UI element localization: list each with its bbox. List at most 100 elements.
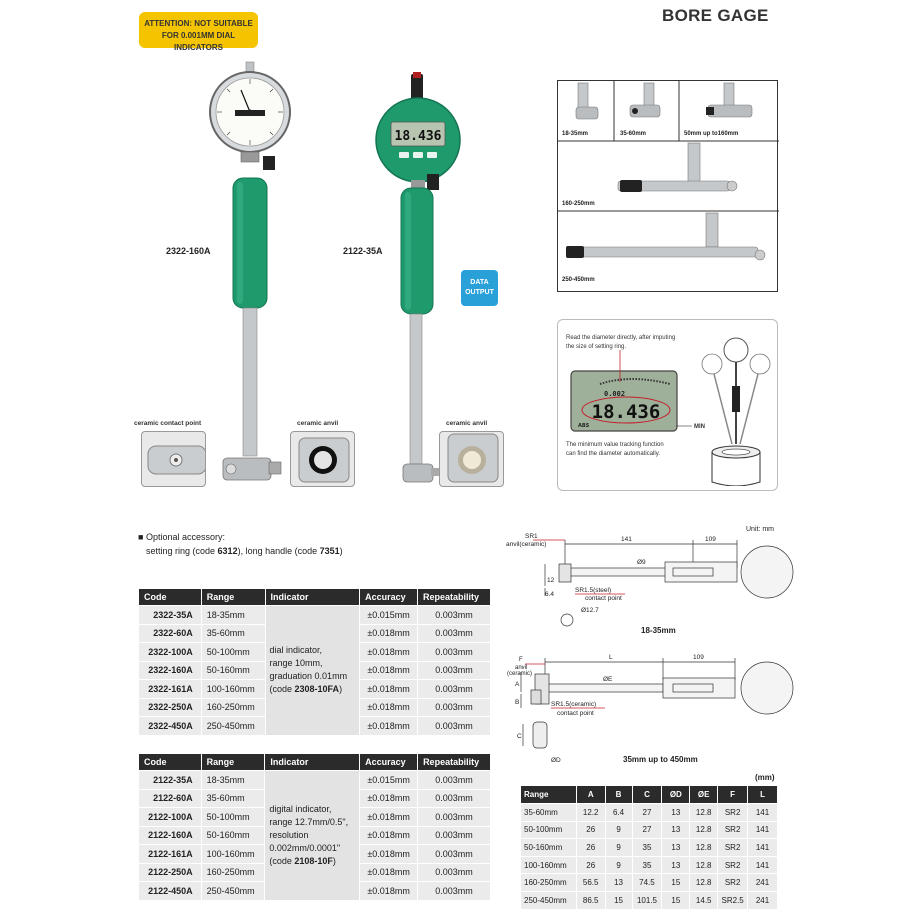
attention-line-1: ATTENTION: NOT SUITABLE	[144, 19, 253, 28]
dims-cell: 35	[631, 838, 663, 857]
t1-code: 2322-35A	[138, 605, 202, 625]
inset-anvil-1-label: ceramic anvil	[297, 420, 339, 427]
dims-cell: 27	[631, 803, 663, 822]
dims-cell: 13	[661, 838, 691, 857]
lcd-display-image: 0.002 18.436 ABS	[570, 370, 678, 432]
d2-c: C	[517, 733, 522, 740]
t1-accuracy: ±0.018mm	[359, 660, 419, 680]
table-row: 2122-161A 100-160mm ±0.018mm 0.003mm	[138, 844, 491, 864]
probe-variants-grid: 18-35mm 35-60mm 50mm up to160mm 160-250m…	[557, 80, 779, 292]
unit-label: Unit: mm	[746, 526, 774, 533]
d1-dim141: 141	[621, 536, 632, 543]
dims-cell: 241	[747, 873, 778, 892]
dims-header-cell: C	[631, 785, 663, 804]
t1-range: 250-450mm	[200, 716, 266, 736]
dims-cell: 86.5	[575, 890, 606, 910]
dims-cell: 15	[661, 873, 691, 892]
dims-cell: 26	[575, 820, 606, 840]
digital-bore-gage-image: 18.436	[375, 72, 461, 483]
t1-header-indicator: Indicator	[264, 588, 361, 606]
inset-ceramic-contact-label: ceramic contact point	[134, 420, 202, 427]
t2-indicator-l5a: (code	[269, 855, 295, 866]
d2-l: L	[609, 654, 613, 661]
t2-accuracy: ±0.018mm	[359, 788, 419, 808]
dims-cell: 241	[747, 890, 778, 910]
inset-ceramic-anvil-2	[439, 431, 504, 487]
inset-ceramic-anvil-1	[290, 431, 355, 487]
dims-cell: 13	[661, 820, 691, 840]
dims-cell: 9	[604, 820, 633, 840]
d2-phie: ØE	[603, 676, 613, 683]
t2-header-repeatability: Repeatability	[417, 753, 491, 771]
t1-code: 2322-450A	[138, 716, 202, 736]
t1-repeat: 0.003mm	[417, 623, 491, 643]
t1-indicator-l4c: )	[339, 684, 343, 695]
accessory-text-a: setting ring (code	[146, 546, 218, 556]
t2-range: 160-250mm	[200, 862, 266, 882]
t2-indicator-l2: range 12.7mm/0.5",	[269, 816, 349, 827]
display-bottom-text-2: can find the diameter automatically.	[566, 451, 660, 457]
attention-line-2: FOR 0.001MM DIAL INDICATORS	[161, 31, 236, 52]
probe-caption-2: 35-60mm	[620, 131, 647, 137]
d2-caption: 35mm up to 450mm	[623, 755, 698, 764]
t1-code: 2322-161A	[138, 679, 202, 699]
t1-accuracy: ±0.018mm	[359, 679, 419, 699]
d1-sr15a: SR1.5(steel)	[575, 587, 611, 594]
dims-cell: 141	[747, 820, 778, 840]
dims-cell: 15	[661, 890, 691, 910]
d2-a: A	[515, 681, 520, 688]
d2-sr15b: contact point	[557, 710, 594, 717]
t1-header-repeatability: Repeatability	[417, 588, 491, 606]
dims-cell: 141	[747, 838, 778, 857]
optional-accessory-note: ■ Optional accessory: setting ring (code…	[138, 530, 343, 558]
dims-cell: 141	[747, 803, 778, 822]
dims-cell: 26	[575, 855, 606, 875]
t1-range: 18-35mm	[200, 605, 266, 625]
attention-badge: ATTENTION: NOT SUITABLE FOR 0.001MM DIAL…	[139, 12, 258, 52]
t1-repeat: 0.003mm	[417, 679, 491, 699]
t1-code: 2322-160A	[138, 660, 202, 680]
setting-ring-illustration	[701, 337, 771, 486]
table-row: 2322-100A 50-100mm ±0.018mm 0.003mm	[138, 642, 491, 662]
dims-cell: 12.8	[689, 855, 719, 875]
t2-indicator-l5c: )	[332, 855, 336, 866]
probe-caption-1: 18-35mm	[562, 131, 589, 137]
dims-cell: 100-160mm	[520, 855, 577, 875]
t1-indicator-code: 2308-10FA	[294, 684, 340, 695]
accessory-line-1: Optional accessory:	[145, 532, 225, 542]
display-pointer-lines	[619, 350, 692, 427]
t1-repeat: 0.003mm	[417, 697, 491, 717]
long-handle-code: 7351	[319, 546, 340, 556]
t1-indicator-l3: graduation 0.01mm	[269, 671, 348, 682]
dims-cell: SR2	[717, 803, 749, 822]
t2-header-range: Range	[200, 753, 266, 771]
t1-header-accuracy: Accuracy	[359, 588, 419, 606]
t2-code: 2122-250A	[138, 862, 202, 882]
dims-cell: 13	[661, 855, 691, 875]
t2-range: 35-60mm	[200, 788, 266, 808]
display-function-panel: Read the diameter directly, after imputi…	[557, 319, 778, 491]
dims-cell: 35-60mm	[520, 803, 577, 822]
t2-accuracy: ±0.018mm	[359, 825, 419, 845]
dims-cell: 15	[604, 890, 633, 910]
dims-header-cell: F	[717, 785, 749, 804]
d2-ceramic: (ceramic)	[507, 671, 532, 677]
data-output-badge: DATA OUTPUT	[461, 270, 498, 306]
t2-indicator-l1: digital indicator,	[269, 803, 332, 814]
dims-cell: 250-450mm	[520, 890, 577, 910]
t2-code: 2122-450A	[138, 881, 202, 901]
t1-indicator-l2: range 10mm,	[269, 658, 323, 669]
t2-header-accuracy: Accuracy	[359, 753, 419, 771]
t1-code: 2322-100A	[138, 642, 202, 662]
display-min-label: MIN	[694, 424, 705, 430]
t2-repeat: 0.003mm	[417, 844, 491, 864]
lcd-small-value: 0.002	[604, 390, 625, 398]
dims-cell: 12.8	[689, 803, 719, 822]
t1-header-range: Range	[200, 588, 266, 606]
t2-range: 50-100mm	[200, 807, 266, 827]
